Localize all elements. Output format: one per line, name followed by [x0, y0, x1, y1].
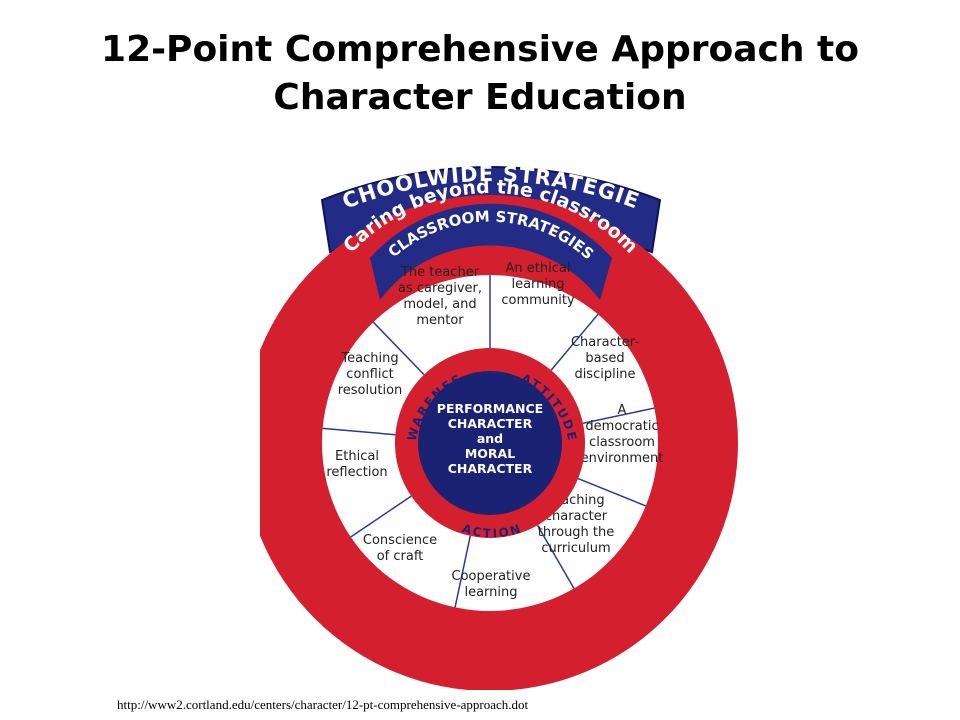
segment-divider	[577, 477, 647, 507]
source-url: http://www2.cortland.edu/centers/charact…	[117, 697, 529, 712]
classroom-banner	[370, 203, 612, 300]
action-label: ACTION	[460, 521, 524, 540]
character-education-wheel: SCHOOLWIDE STRATEGIES Caring beyond the …	[260, 150, 750, 690]
segment-divider	[550, 313, 599, 371]
segment-divider	[372, 321, 425, 376]
segment-divider	[350, 495, 412, 538]
slide-title: 12-Point Comprehensive Approach to Chara…	[101, 29, 859, 118]
segment-divider	[536, 524, 575, 589]
segment-dividers	[322, 275, 655, 608]
segment-divider	[582, 407, 655, 424]
segment-divider	[454, 535, 471, 608]
center-circle	[418, 371, 562, 515]
segment-divider	[322, 427, 396, 436]
